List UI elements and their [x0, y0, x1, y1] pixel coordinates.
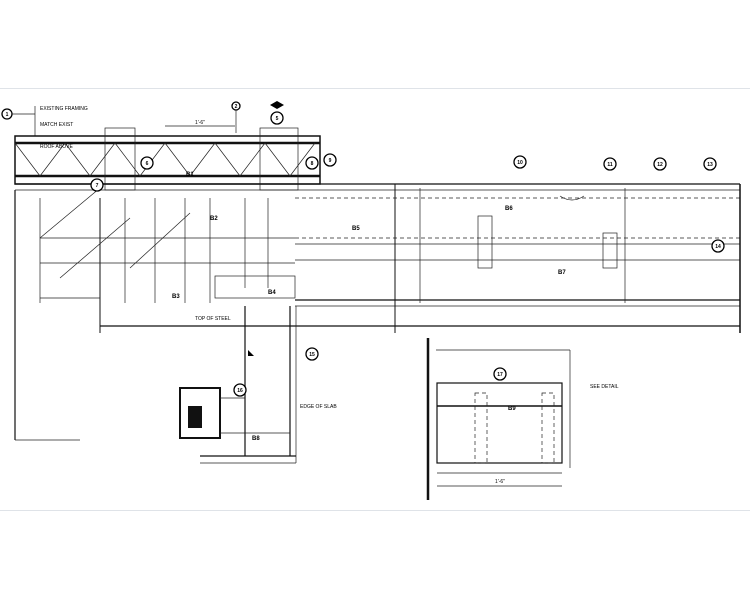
beam-mark-b3: B3	[172, 294, 180, 300]
callout-label: 6	[146, 161, 149, 167]
callout-bubble: 14	[711, 239, 725, 253]
callout-bubble: 17	[493, 367, 507, 381]
callout-label: 15	[309, 352, 315, 358]
left-framing-block	[14, 187, 296, 440]
truss-band: 2 1'-6"	[14, 101, 321, 191]
beam-marks: B1 B2 B3 B4 B5 B6 B7 B8 B9	[172, 172, 566, 442]
callout-label: 17	[497, 372, 503, 378]
callout-label: 8	[311, 161, 314, 167]
callout-bubble: 9	[323, 153, 337, 167]
callout-bubble: 16	[233, 383, 247, 397]
note-match: MATCH EXIST	[40, 122, 73, 128]
note-top-of-steel: TOP OF STEEL	[195, 316, 231, 322]
grid-bubble-top: 2	[235, 104, 238, 110]
beam-mark-b5: B5	[352, 226, 360, 232]
beam-mark-b4: B4	[268, 290, 276, 296]
lower-wall-extension: EDGE OF SLAB	[15, 306, 337, 464]
callout-bubble: 6	[140, 156, 154, 170]
callout-bubble: 7	[90, 178, 104, 192]
callout-bubble: 12	[653, 157, 667, 171]
callout-label: 9	[329, 158, 332, 164]
grid-bubble-left-label: 1	[6, 112, 9, 118]
beam-mark-b2: B2	[210, 216, 218, 222]
note-see-detail: SEE DETAIL	[590, 384, 619, 390]
callout-bubble: 13	[703, 157, 717, 171]
callout-bubble: 8	[305, 156, 319, 170]
inset-detail: 1'-6"	[426, 338, 571, 500]
callout-label: 12	[657, 162, 663, 168]
callout-bubble: 5	[270, 101, 284, 125]
callout-label: 5	[276, 116, 279, 122]
callout-label: 7	[96, 183, 99, 189]
callout-label: 16	[237, 388, 243, 394]
bottom-divider	[0, 510, 750, 511]
beam-mark-b1: B1	[186, 172, 194, 178]
beam-mark-b6: B6	[505, 206, 513, 212]
inset-dim: 1'-6"	[495, 479, 505, 485]
callout-bubble: 15	[305, 347, 319, 361]
callout-label: 14	[715, 244, 721, 250]
dim-top: 1'-6"	[195, 120, 205, 126]
note-roof: ROOF ABOVE	[40, 144, 73, 150]
beam-mark-b7: B7	[558, 270, 566, 276]
top-divider	[0, 88, 750, 89]
note-slab: EDGE OF SLAB	[300, 404, 337, 410]
callout-label: 10	[517, 160, 523, 166]
beam-mark-b9: B9	[508, 406, 516, 412]
structural-framing-plan: 1 EXISTING FRAMING MATCH EXIST 2 1'-6"	[1, 101, 741, 500]
note-existing: EXISTING FRAMING	[40, 106, 88, 112]
callout-label: 13	[707, 162, 713, 168]
callout-bubble: 10	[513, 155, 527, 169]
beam-mark-b8: B8	[252, 436, 260, 442]
callout-bubble: 11	[603, 157, 617, 171]
section-callouts: 5 6 7 8 9 10 1	[90, 101, 725, 397]
callout-label: 11	[607, 162, 613, 168]
main-framing-band	[15, 183, 741, 333]
